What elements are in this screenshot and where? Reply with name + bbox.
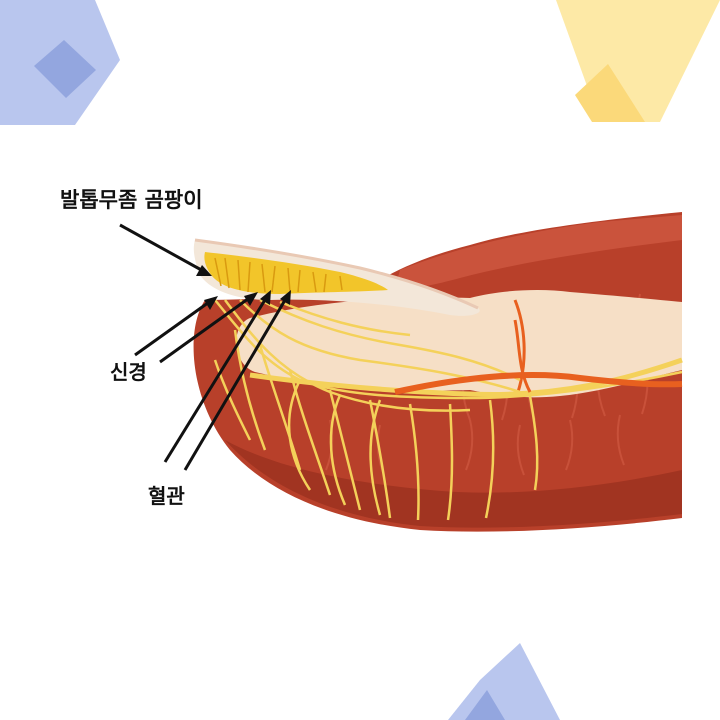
pointer-arrows	[119, 223, 291, 471]
decor-top-left	[0, 0, 120, 125]
nerve-label: 신경	[110, 360, 147, 384]
fungus-label: 발톱무좀 곰팡이	[60, 188, 203, 212]
decor-top-right	[556, 0, 720, 122]
decor-bottom	[448, 643, 560, 720]
vessel-label: 혈관	[148, 484, 185, 508]
toe-cross-section-illustration	[193, 212, 683, 532]
